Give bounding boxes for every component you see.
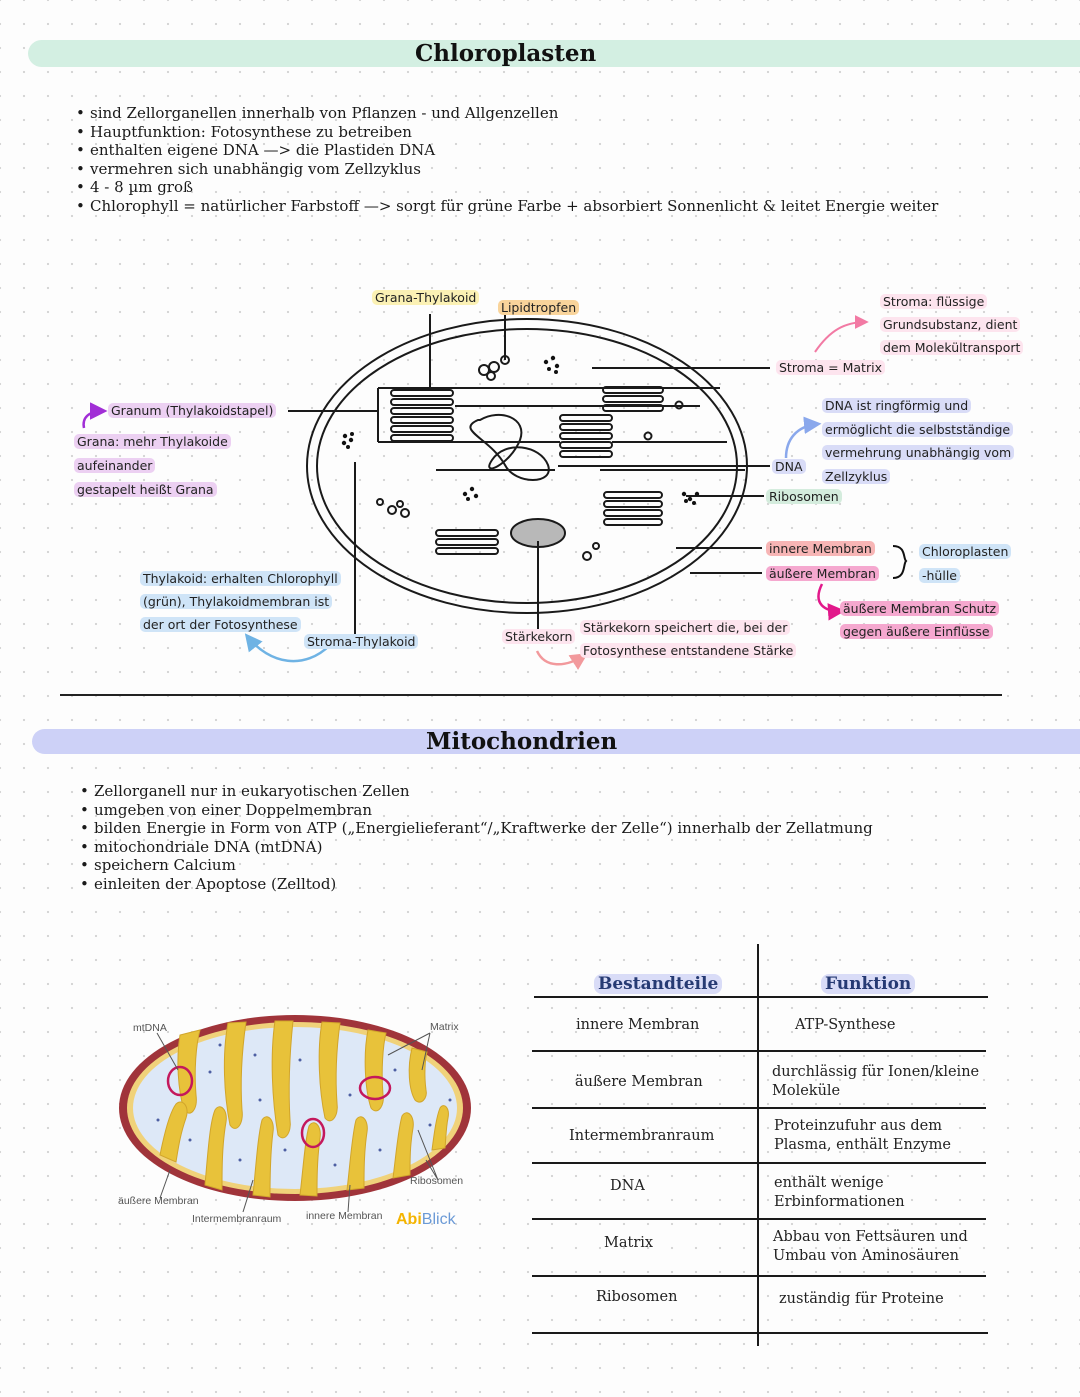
list-item: sind Zellorganellen innerhalb von Pflanz…	[76, 104, 938, 123]
list-item: Hauptfunktion: Fotosynthese zu betreiben	[76, 123, 938, 142]
list-item: vermehren sich unabhängig vom Zellzyklus	[76, 160, 938, 179]
list-item: enthalten eigene DNA —> die Plastiden DN…	[76, 141, 938, 160]
table-header-bestandteile: Bestandteile	[594, 974, 723, 994]
granum-stack	[559, 414, 613, 458]
list-item: umgeben von einer Doppelmembran	[80, 801, 873, 820]
schutz-arrow	[817, 583, 846, 621]
label-grana-thylakoid: Grana-Thylakoid	[372, 290, 480, 306]
list-item: mitochondriale DNA (mtDNA)	[80, 838, 873, 857]
mitochondrien-bullet-list: Zellorganell nur in eukaryotischen Zelle…	[80, 782, 873, 893]
table-cell-part: Matrix	[604, 1235, 654, 1251]
chloroplasten-bullet-list: sind Zellorganellen innerhalb von Pflanz…	[76, 104, 938, 215]
mtdna-ring	[358, 1075, 392, 1101]
label-ribosomen: Ribosomen	[410, 1175, 464, 1187]
list-item: bilden Energie in Form von ATP („Energie…	[80, 819, 873, 838]
label-staerkekorn: Stärkekorn	[502, 629, 576, 645]
table-cell-part: Intermembranraum	[569, 1128, 715, 1144]
label-innere-membran: innere Membran	[306, 1210, 383, 1222]
list-item: speichern Calcium	[80, 856, 873, 875]
stroma-lamella	[377, 387, 727, 443]
note-thylakoid: Thylakoid: erhalten Chlorophyll (grün), …	[140, 567, 341, 636]
table-cell-function: ATP-Synthese	[795, 1017, 896, 1033]
note-grana: Grana: mehr Thylakoide aufeinander gesta…	[74, 430, 231, 502]
membrane-brace	[892, 545, 908, 579]
label-stroma-matrix: Stroma = Matrix	[776, 360, 885, 376]
table-row-line	[532, 1107, 986, 1109]
list-item: 4 - 8 µm groß	[76, 178, 938, 197]
label-lipidtropfen: Lipidtropfen	[498, 300, 580, 316]
mtdna-ring	[300, 1117, 326, 1149]
granum-stack	[602, 386, 664, 412]
table-cell-part: DNA	[610, 1178, 645, 1194]
chloroplasten-title: Chloroplasten	[415, 40, 597, 67]
section-divider	[60, 694, 1002, 696]
mitochondrion-diagram	[119, 1015, 471, 1213]
chloroplasten-title-band	[28, 40, 1080, 67]
table-header-funktion: Funktion	[821, 974, 916, 994]
label-mtdna: mtDNA	[133, 1022, 167, 1034]
label-aeussere-membran: äußere Membran	[118, 1195, 199, 1207]
table-header-line	[534, 996, 988, 998]
list-item: Zellorganell nur in eukaryotischen Zelle…	[80, 782, 873, 801]
table-cell-part: innere Membran	[576, 1017, 700, 1033]
label-aeussere-membran: äußere Membran	[766, 566, 879, 582]
mitochondrien-title-band	[32, 729, 1080, 754]
label-innere-membran: innere Membran	[766, 541, 875, 557]
stroma-arrow	[814, 315, 869, 353]
thylakoid-arrow	[244, 633, 331, 663]
label-intermembranraum: Intermembranraum	[192, 1213, 282, 1225]
granum-arrow	[82, 402, 108, 429]
dna-arrow	[784, 416, 822, 459]
mtdna-ring	[166, 1065, 194, 1097]
label-matrix: Matrix	[430, 1021, 459, 1033]
note-staerke: Stärkekorn speichert die, bei der Fotosy…	[580, 616, 797, 662]
dna-loop-shape	[469, 413, 550, 481]
mitochondrien-title: Mitochondrien	[426, 728, 618, 755]
note-stroma: Stroma: flüssige Grundsubstanz, dient de…	[880, 290, 1024, 359]
label-dna: DNA	[772, 459, 806, 475]
granum-stack	[435, 529, 499, 555]
table-row-line	[532, 1162, 986, 1164]
note-schutz: äußere Membran Schutz gegen äußere Einfl…	[840, 597, 1000, 643]
table-row-line	[532, 1050, 986, 1052]
note-dna: DNA ist ringförmig und ermöglicht die se…	[822, 394, 1015, 488]
table-vertical-line	[757, 944, 759, 1346]
granum-stack	[603, 491, 663, 526]
label-stroma-thylakoid: Stroma-Thylakoid	[304, 634, 419, 650]
granum-stack	[390, 389, 454, 442]
label-granum: Granum (Thylakoidstapel)	[108, 403, 277, 419]
list-item: Chlorophyll = natürlicher Farbstoff —> s…	[76, 197, 938, 216]
table-row-line	[532, 1218, 986, 1220]
table-row-line	[532, 1275, 986, 1277]
table-cell-part: äußere Membran	[575, 1074, 703, 1090]
abiblick-logo: AbiBlick	[396, 1211, 456, 1228]
list-item: einleiten der Apoptose (Zelltod)	[80, 875, 873, 894]
table-row-line	[532, 1332, 988, 1334]
table-cell-part: Ribosomen	[596, 1289, 678, 1305]
label-ribosomen: Ribosomen	[766, 489, 842, 505]
staerke-arrow	[535, 650, 588, 670]
table-cell-function: zuständig für Proteine	[779, 1291, 944, 1307]
note-huelle: Chloroplasten -hülle	[919, 540, 1012, 588]
chloroplast-diagram	[82, 314, 908, 670]
